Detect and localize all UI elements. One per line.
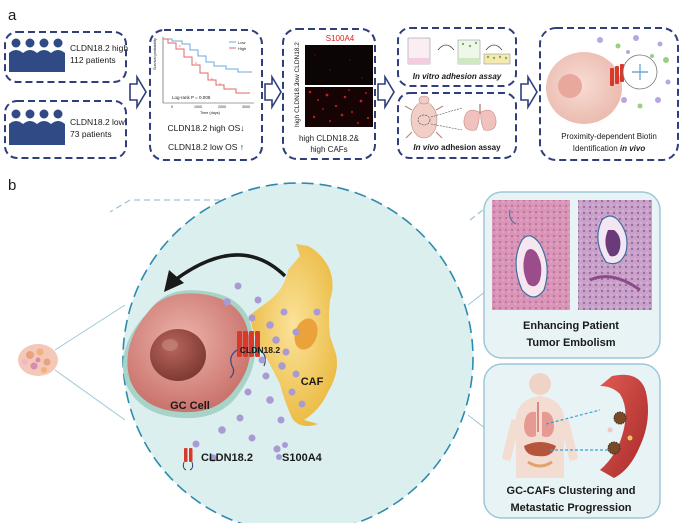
arrow-icon bbox=[129, 74, 147, 110]
legend-low-label: Low bbox=[238, 40, 245, 45]
cohort-low-line2: 73 patients bbox=[70, 129, 112, 139]
embolism-panel: Enhancing Patient Tumor Embolism bbox=[483, 191, 661, 359]
arrow-icon bbox=[377, 74, 395, 110]
bioid-cell bbox=[546, 52, 622, 124]
tick-label: 3000 bbox=[242, 105, 250, 109]
survival-xlabel: Time (days) bbox=[200, 111, 221, 115]
cohort-low-line1: CLDN18.2 low bbox=[70, 117, 126, 127]
stain-image-low bbox=[305, 45, 373, 85]
survival-curve-low bbox=[163, 38, 252, 73]
panel-b-frame bbox=[109, 199, 489, 221]
logrank-pvalue: Log-rank P = 0.008 bbox=[172, 95, 211, 100]
invitro-box: In vitro adhesion assay bbox=[397, 27, 517, 87]
cohort-box-high: CLDN18.2 high 112 patients bbox=[4, 31, 128, 83]
survival-box: Survival probability 0 1000 2000 3000 Ti… bbox=[149, 29, 263, 161]
legend-s100a4-label: S100A4 bbox=[282, 452, 323, 464]
legend-high-label: High bbox=[238, 46, 246, 51]
cohort-high-line2: 112 patients bbox=[70, 55, 116, 65]
survival-caption-1: CLDN18.2 high OS↓ bbox=[167, 123, 244, 133]
tick-label: 2000 bbox=[218, 105, 226, 109]
staining-caption-2: high CAFs bbox=[310, 145, 347, 154]
embolism-line1: Enhancing Patient bbox=[523, 320, 619, 332]
metastasis-line2: Metastatic Progression bbox=[510, 502, 631, 514]
survival-x-ticks: 0 1000 2000 3000 bbox=[171, 105, 250, 109]
biotin-dots bbox=[597, 35, 671, 109]
cohort-box-low: CLDN18.2 low 73 patients bbox=[4, 100, 127, 159]
tumor-tissue-icon bbox=[18, 344, 58, 376]
lungs-icon bbox=[463, 104, 497, 131]
stain-marker-title: S100A4 bbox=[326, 34, 355, 43]
s100a4-dots bbox=[192, 282, 321, 462]
legend-cldn-label: CLDN18.2 bbox=[201, 452, 253, 464]
metastasis-panel: GC-CAFs Clustering and Metastatic Progre… bbox=[483, 363, 661, 519]
legend-s100a4: S100A4 bbox=[273, 442, 323, 464]
gc-nucleus bbox=[150, 329, 206, 381]
cohort-high-line1: CLDN18.2 high bbox=[70, 43, 128, 53]
invivo-label: In vivo adhesion assay bbox=[413, 143, 501, 152]
arrow-icon bbox=[264, 74, 282, 110]
metastasis-line1: GC-CAFs Clustering and bbox=[507, 485, 636, 497]
stain-row-low-label: low CLDN18.2 bbox=[294, 42, 301, 84]
stain-low-speckles bbox=[314, 54, 363, 81]
patients-group-high-icon bbox=[9, 38, 65, 72]
gc-cell: GC Cell bbox=[123, 290, 256, 419]
bioid-line1: Proximity-dependent Biotin bbox=[561, 132, 657, 141]
stain-image-high bbox=[305, 87, 373, 127]
survival-ylabel: Survival probability bbox=[153, 38, 157, 70]
tick-label: 1000 bbox=[194, 105, 202, 109]
patients-group-low-icon bbox=[9, 109, 65, 145]
stain-row-high-label: high CLDN18.2 bbox=[294, 82, 301, 127]
arrow-icon bbox=[520, 74, 538, 110]
invitro-label: In vitro adhesion assay bbox=[413, 72, 502, 81]
mouse-icon bbox=[404, 95, 444, 139]
caf-cell: CAF bbox=[250, 244, 337, 426]
cldn-tag: CLDN18.2 bbox=[240, 345, 280, 355]
human-body-icon bbox=[501, 373, 579, 478]
bioid-nucleus bbox=[558, 74, 582, 98]
panel-b-label: b bbox=[8, 177, 16, 194]
staining-box: S100A4 low CLDN18.2 high CLDN18.2 high C… bbox=[282, 28, 376, 160]
curved-arrow bbox=[173, 253, 287, 282]
legend-cldn: CLDN18.2 bbox=[182, 448, 253, 471]
survival-caption-2: CLDN18.2 low OS ↑ bbox=[168, 142, 244, 152]
censor-marks bbox=[179, 45, 221, 85]
stain-high-speckles bbox=[308, 89, 370, 124]
flow-arrows bbox=[129, 74, 538, 110]
arrow-head-icon bbox=[164, 270, 184, 292]
blood-vessel-icon bbox=[600, 374, 648, 478]
bioid-box: Proximity-dependent Biotin Identificatio… bbox=[539, 27, 679, 161]
survival-curve-high bbox=[163, 38, 250, 94]
staining-caption-1: high CLDN18.2& bbox=[299, 134, 360, 143]
gc-cell-label: GC Cell bbox=[170, 400, 210, 412]
invivo-box: In vivo adhesion assay bbox=[397, 92, 517, 159]
tick-label: 0 bbox=[171, 105, 173, 109]
panel-a-label: a bbox=[8, 7, 17, 24]
cldn-receptor-icon: CLDN18.2 bbox=[229, 331, 280, 379]
bioid-line2: Identification in vivo bbox=[573, 144, 646, 153]
caf-label: CAF bbox=[301, 376, 324, 388]
caf-nucleus bbox=[294, 318, 318, 350]
embolism-line2: Tumor Embolism bbox=[526, 337, 615, 349]
